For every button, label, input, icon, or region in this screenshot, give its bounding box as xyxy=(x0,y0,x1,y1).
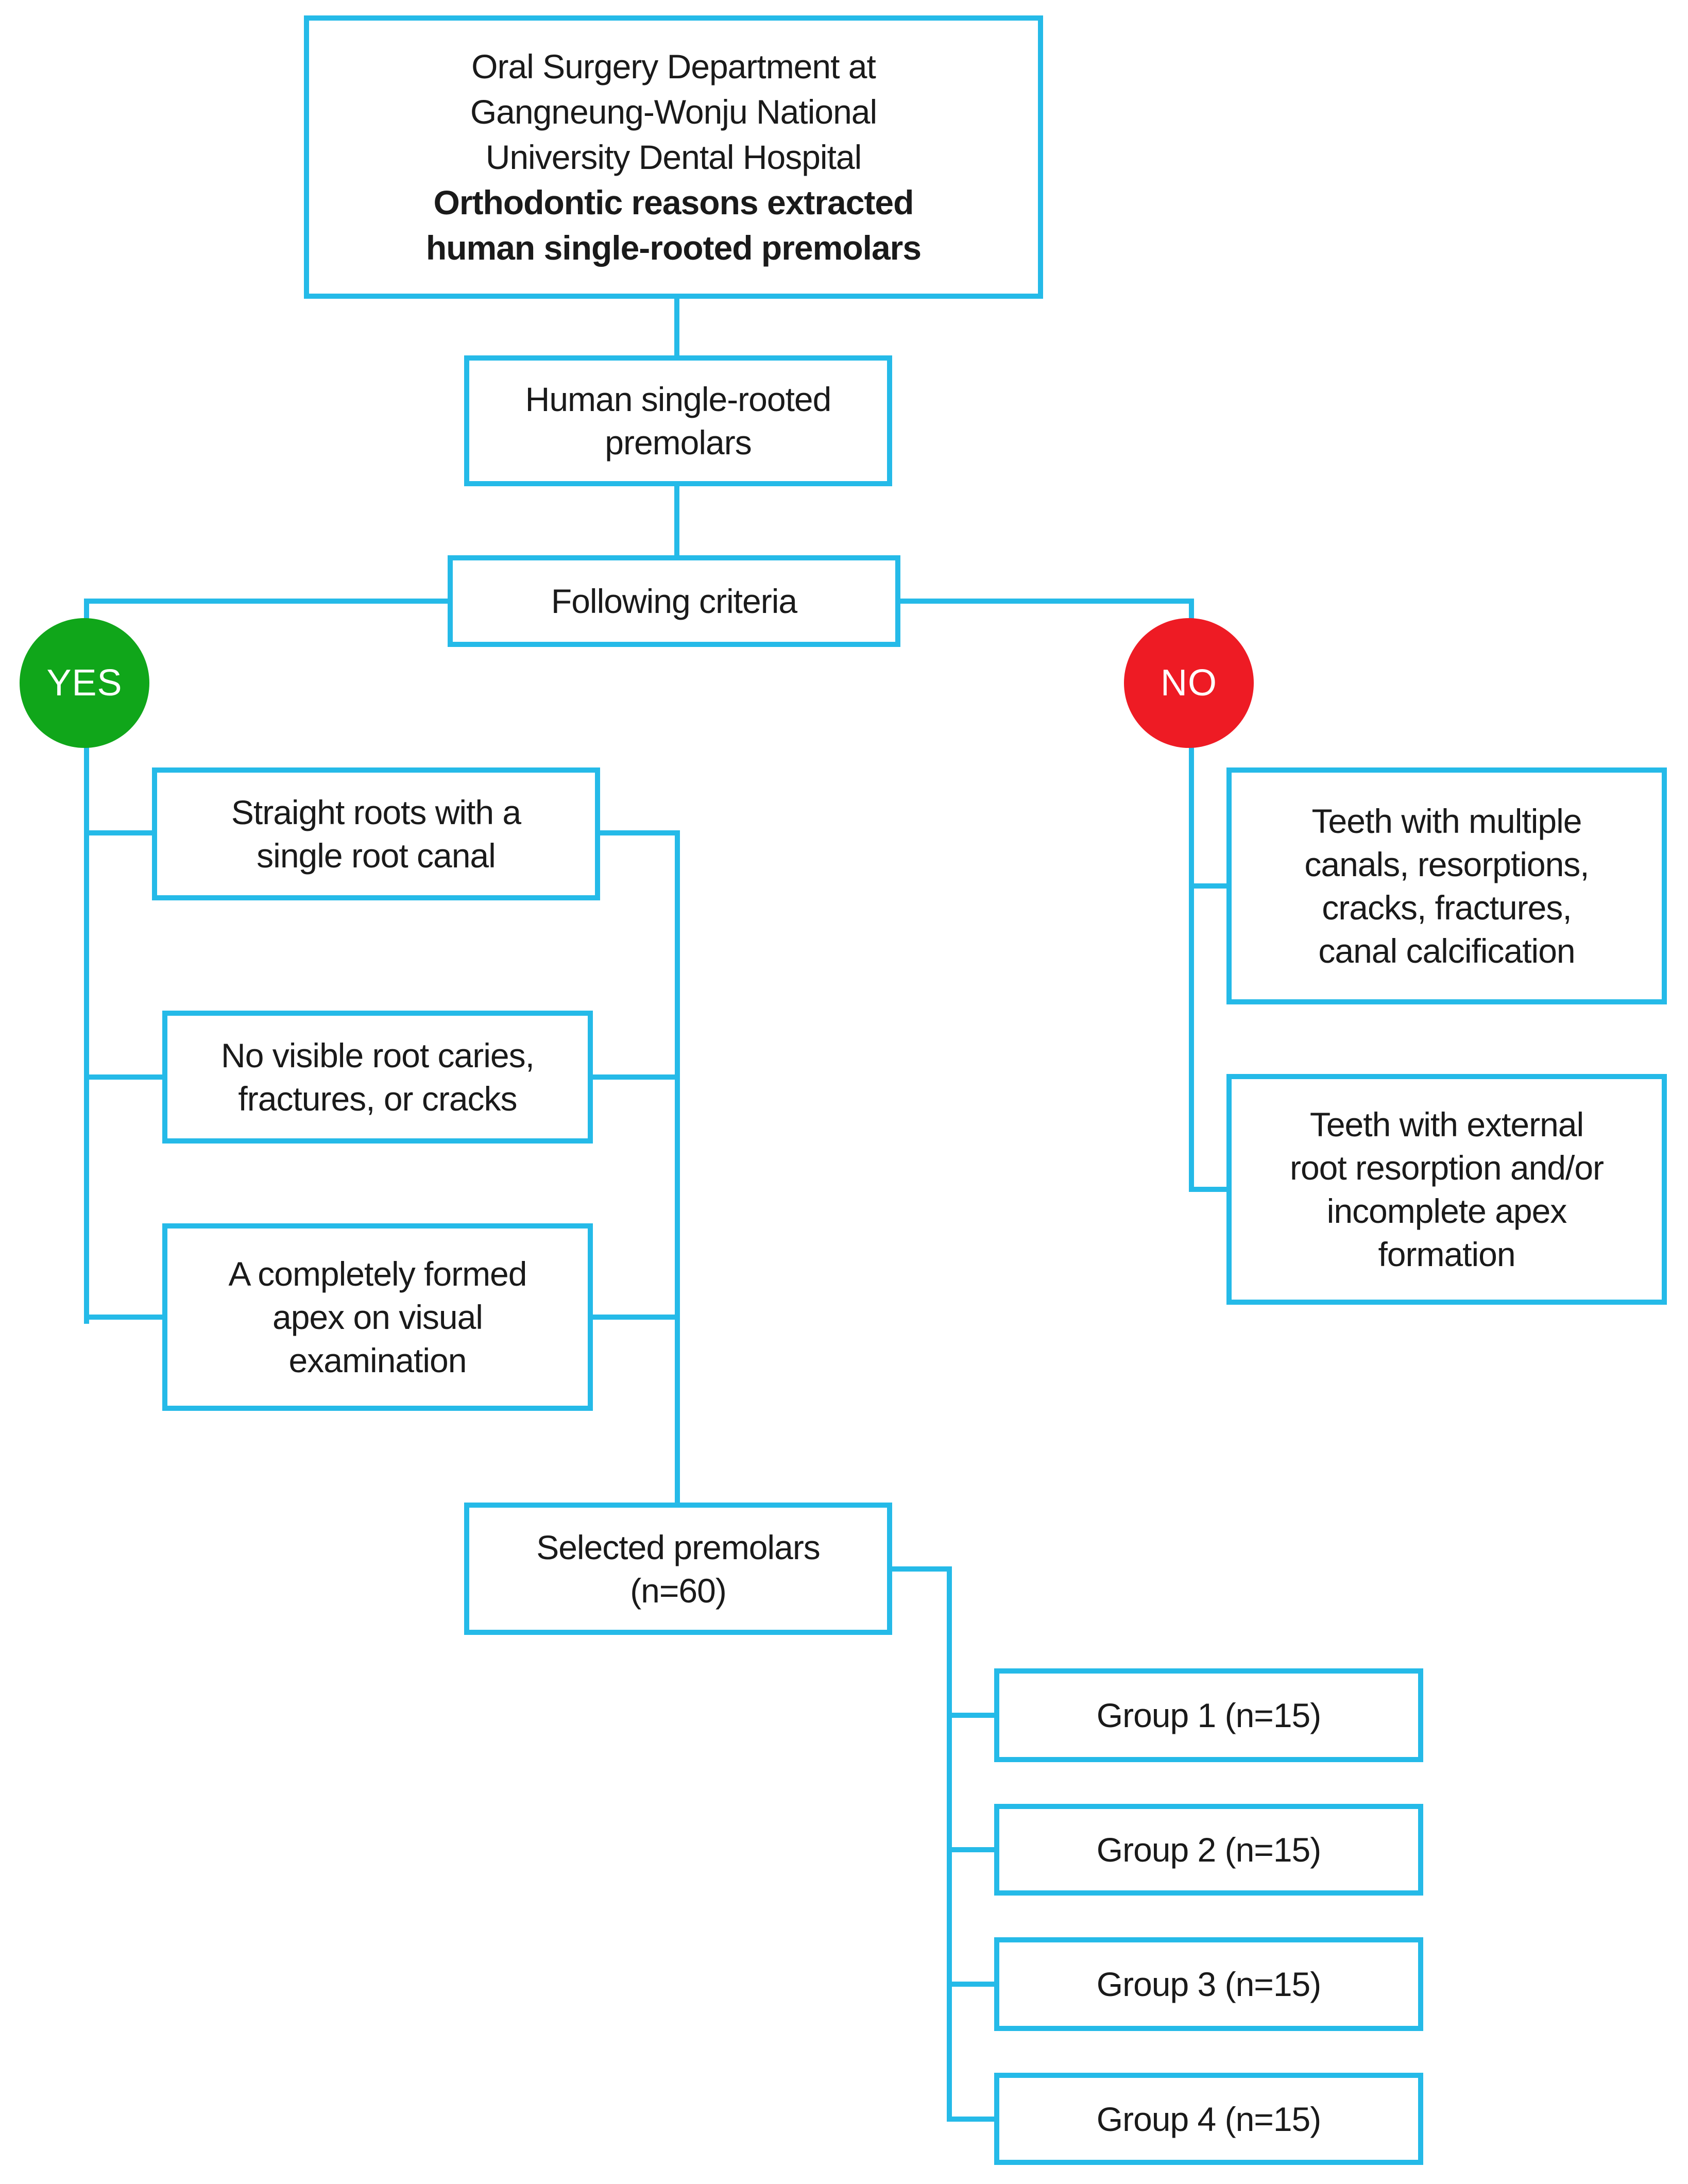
inclusion-box-2: No visible root caries, fractures, or cr… xyxy=(162,1011,593,1144)
group-label: Group 1 (n=15) xyxy=(1096,1696,1321,1734)
inclusion-line: single root canal xyxy=(257,837,496,875)
premolars-line: Human single-rooted xyxy=(525,380,832,418)
exclusion-line: canals, resorptions, xyxy=(1304,845,1589,883)
exclusion-line: Teeth with external xyxy=(1309,1105,1584,1144)
inclusion-line: apex on visual xyxy=(272,1298,483,1336)
connector-groups-trunk xyxy=(947,1566,952,2122)
connector-stub-inclusion-3 xyxy=(84,1315,166,1320)
connector-stub-inclusion-1 xyxy=(84,830,156,835)
connector-stub-group-1 xyxy=(950,1713,996,1718)
inclusion-line: Straight roots with a xyxy=(231,793,521,831)
connector-stub-group-2 xyxy=(950,1847,996,1852)
yes-label: YES xyxy=(46,662,123,704)
exclusion-line: formation xyxy=(1378,1235,1515,1273)
criteria-label: Following criteria xyxy=(551,582,797,620)
inclusion-line: examination xyxy=(288,1341,467,1379)
exclusion-line: incomplete apex xyxy=(1326,1192,1567,1230)
premolars-box: Human single-rooted premolars xyxy=(464,355,892,486)
connector-criteria-left-horizontal xyxy=(84,599,450,604)
connector-stub-group-4 xyxy=(947,2117,996,2122)
inclusion-box-1: Straight roots with a single root canal xyxy=(152,767,600,900)
connector-stub-exclusion-1 xyxy=(1189,883,1230,889)
source-line: University Dental Hospital xyxy=(485,138,862,176)
exclusion-box-1: Teeth with multiple canals, resorptions,… xyxy=(1226,767,1667,1004)
source-bold-line: human single-rooted premolars xyxy=(425,229,922,267)
exclusion-line: root resorption and/or xyxy=(1289,1149,1604,1187)
exclusion-box-2: Teeth with external root resorption and/… xyxy=(1226,1074,1667,1305)
inclusion-line: A completely formed xyxy=(228,1255,527,1293)
selected-premolars-box: Selected premolars (n=60) xyxy=(464,1503,892,1635)
group-3-box: Group 3 (n=15) xyxy=(994,1937,1423,2031)
inclusion-box-3: A completely formed apex on visual exami… xyxy=(162,1223,593,1411)
connector-out-inclusion-1 xyxy=(596,830,680,835)
selected-line: (n=60) xyxy=(630,1571,727,1610)
source-bold-line: Orthodontic reasons extracted xyxy=(433,183,914,221)
group-label: Group 4 (n=15) xyxy=(1096,2100,1321,2138)
exclusion-line: cracks, fractures, xyxy=(1322,889,1572,927)
connector-premolars-to-criteria xyxy=(674,484,679,557)
connector-criteria-right-horizontal xyxy=(898,599,1194,604)
connector-no-trunk xyxy=(1189,745,1194,1192)
connector-source-to-premolars xyxy=(674,297,679,357)
connector-stub-inclusion-2 xyxy=(84,1074,166,1080)
no-label: NO xyxy=(1161,662,1217,704)
group-label: Group 3 (n=15) xyxy=(1096,1965,1321,2003)
inclusion-line: fractures, or cracks xyxy=(238,1080,517,1118)
premolars-line: premolars xyxy=(605,423,752,462)
connector-left-down-to-yes xyxy=(84,599,89,629)
yes-circle: YES xyxy=(20,618,149,748)
connector-selected-out xyxy=(890,1566,950,1572)
no-circle: NO xyxy=(1124,618,1254,748)
group-4-box: Group 4 (n=15) xyxy=(994,2073,1423,2165)
selected-line: Selected premolars xyxy=(536,1528,821,1566)
connector-out-inclusion-2 xyxy=(589,1074,680,1080)
connector-right-down-to-no xyxy=(1189,599,1194,629)
source-box: Oral Surgery Department at Gangneung-Won… xyxy=(304,15,1043,299)
exclusion-line: Teeth with multiple xyxy=(1311,802,1582,840)
inclusion-line: No visible root caries, xyxy=(221,1036,535,1074)
group-1-box: Group 1 (n=15) xyxy=(994,1668,1423,1762)
group-2-box: Group 2 (n=15) xyxy=(994,1804,1423,1896)
connector-stub-group-3 xyxy=(950,1982,996,1987)
criteria-box: Following criteria xyxy=(448,555,900,647)
connector-stub-exclusion-2 xyxy=(1189,1187,1230,1192)
source-line: Gangneung-Wonju National xyxy=(470,93,877,131)
source-line: Oral Surgery Department at xyxy=(471,47,876,86)
exclusion-line: canal calcification xyxy=(1318,932,1575,970)
connector-yes-trunk xyxy=(84,745,89,1324)
connector-out-inclusion-3 xyxy=(589,1315,680,1320)
group-label: Group 2 (n=15) xyxy=(1096,1831,1321,1869)
connector-collector-to-selected xyxy=(675,830,680,1506)
